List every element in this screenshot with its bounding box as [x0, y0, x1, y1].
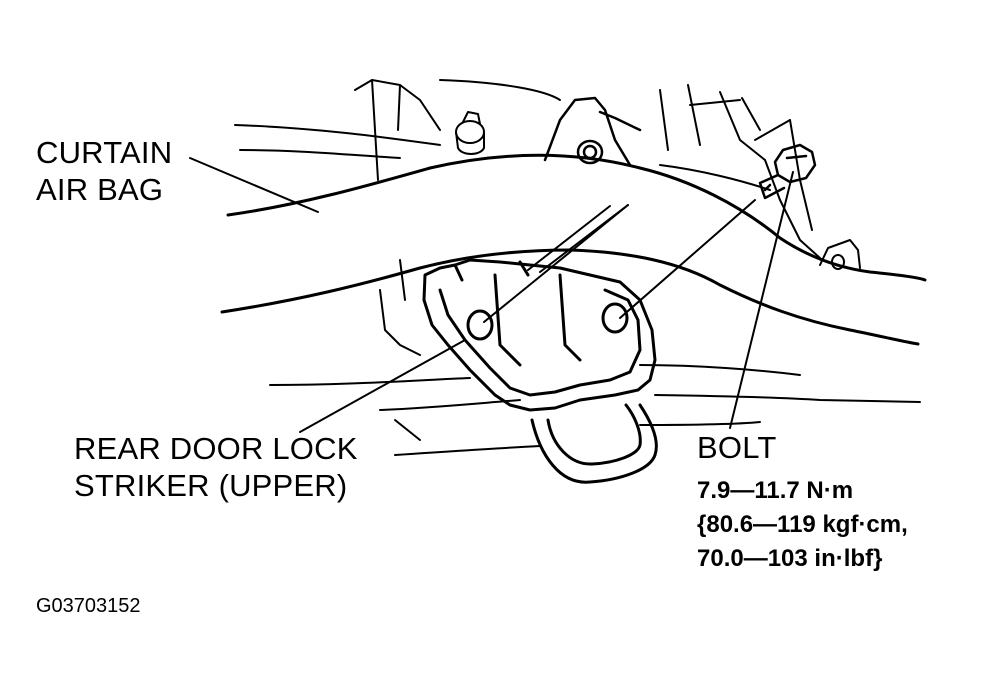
leader-bolt: [729, 171, 794, 429]
rear-door-lock-striker-label-line2: STRIKER (UPPER): [74, 468, 348, 503]
leader-striker-b: [539, 204, 629, 273]
body-panel-lines: [234, 79, 821, 356]
leader-curtain-air-bag: [189, 157, 319, 213]
rear-door-lock-striker-label: REAR DOOR LOCK STRIKER (UPPER): [74, 430, 358, 504]
upper-bracket: [543, 96, 642, 167]
striker-plate-illustration: [422, 258, 657, 412]
bolt-label: BOLT: [697, 430, 777, 465]
torque-spec: 7.9—11.7 N·m {80.6—119 kgf·cm, 70.0—103 …: [697, 474, 908, 576]
leader-striker-c: [527, 205, 611, 271]
lower-panel-lines: [269, 364, 921, 456]
leader-striker-d: [619, 199, 756, 319]
bolt-icon: [758, 143, 817, 200]
rear-door-lock-striker-label-line1: REAR DOOR LOCK: [74, 431, 358, 466]
torque-spec-line2: {80.6—119 kgf·cm,: [697, 511, 908, 538]
curtain-air-bag-label: CURTAIN AIR BAG: [36, 134, 172, 208]
curtain-air-bag-label-line2: AIR BAG: [36, 172, 164, 207]
curtain-air-bag-label-line1: CURTAIN: [36, 135, 173, 170]
stud: [455, 111, 485, 155]
leader-striker-lower: [299, 339, 466, 433]
curtain-air-bag-illustration: [220, 153, 927, 346]
torque-spec-line3: 70.0—103 in·lbf}: [697, 545, 883, 572]
figure-id: G03703152: [36, 595, 141, 617]
torque-spec-line1: 7.9—11.7 N·m: [697, 477, 854, 504]
striker-loop: [530, 403, 658, 484]
leader-lines: [189, 157, 794, 433]
